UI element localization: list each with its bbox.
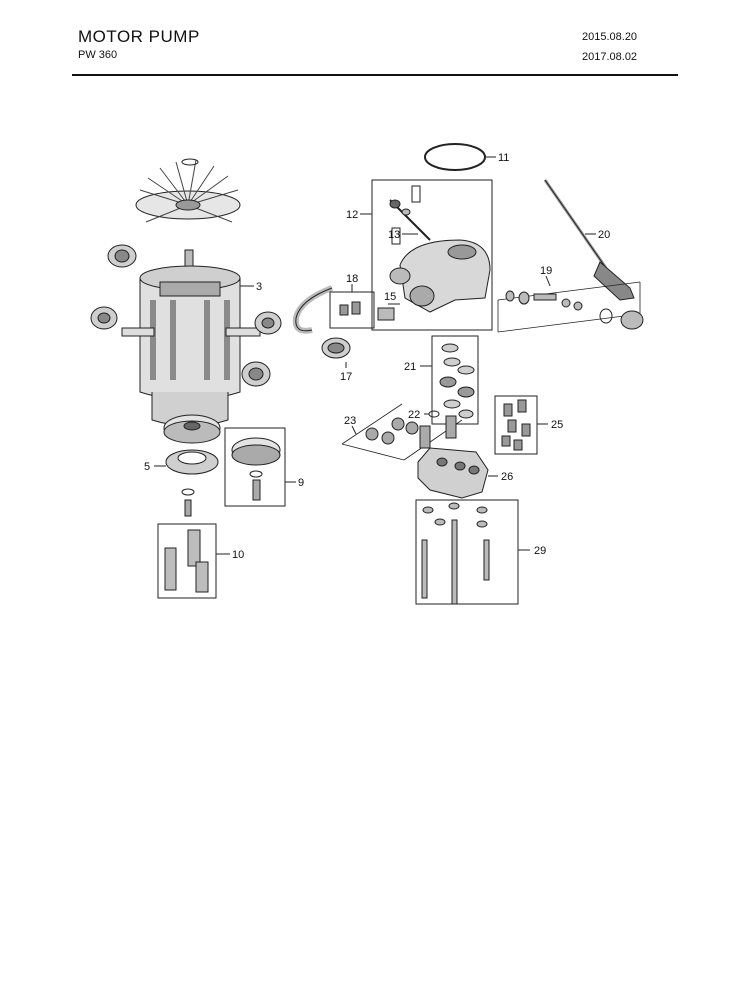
- callout-15: 15: [384, 291, 396, 303]
- pump-head-housing: [389, 185, 491, 313]
- motor-body: [121, 249, 261, 427]
- callout-19: 19: [540, 265, 552, 277]
- callout-18: 18: [346, 273, 358, 285]
- box-part-12: [371, 179, 493, 331]
- part-21-components: [439, 343, 475, 419]
- callout-26: 26: [501, 471, 513, 483]
- callout-29: 29: [534, 545, 546, 557]
- hose-bypass: [292, 285, 334, 334]
- page-title: MOTOR PUMP: [78, 27, 200, 46]
- motor-fan: [135, 158, 241, 223]
- box-part-29: [415, 499, 519, 605]
- callout-23: 23: [344, 415, 356, 427]
- box-part-25: [494, 395, 538, 455]
- box-part-10: [157, 523, 217, 599]
- part-29-bolts: [421, 502, 490, 605]
- callout-9: 9: [298, 477, 304, 489]
- bearing-seal: [165, 449, 219, 517]
- part-25-components: [501, 399, 531, 451]
- callout-12: 12: [346, 209, 358, 221]
- callout-25: 25: [551, 419, 563, 431]
- header-rule: [72, 74, 678, 76]
- box-part-9: [224, 427, 286, 507]
- callout-5: 5: [144, 461, 150, 473]
- callout-13: 13: [388, 229, 400, 241]
- callout-3: 3: [256, 281, 262, 293]
- fan-impeller: [163, 414, 221, 444]
- o-ring-11: [424, 143, 486, 171]
- date-revised: 2017.08.02: [582, 51, 638, 63]
- callout-20: 20: [598, 229, 610, 241]
- wand-20: [543, 179, 635, 301]
- pump-manifold-26: [417, 447, 489, 499]
- part-10-components: [164, 529, 209, 593]
- inlet-17: [321, 337, 351, 359]
- part-9-components: [231, 437, 281, 501]
- motor-side-caps: [90, 244, 282, 387]
- model-label: PW 360: [78, 49, 118, 61]
- callout-22: 22: [408, 409, 420, 421]
- callout-21: 21: [404, 361, 416, 373]
- unloader-19: [505, 290, 644, 330]
- callout-10: 10: [232, 549, 244, 561]
- part-23-components: [365, 415, 457, 449]
- date-created: 2015.08.20: [582, 31, 638, 43]
- callout-17: 17: [340, 371, 352, 383]
- callout-11: 11: [498, 152, 509, 164]
